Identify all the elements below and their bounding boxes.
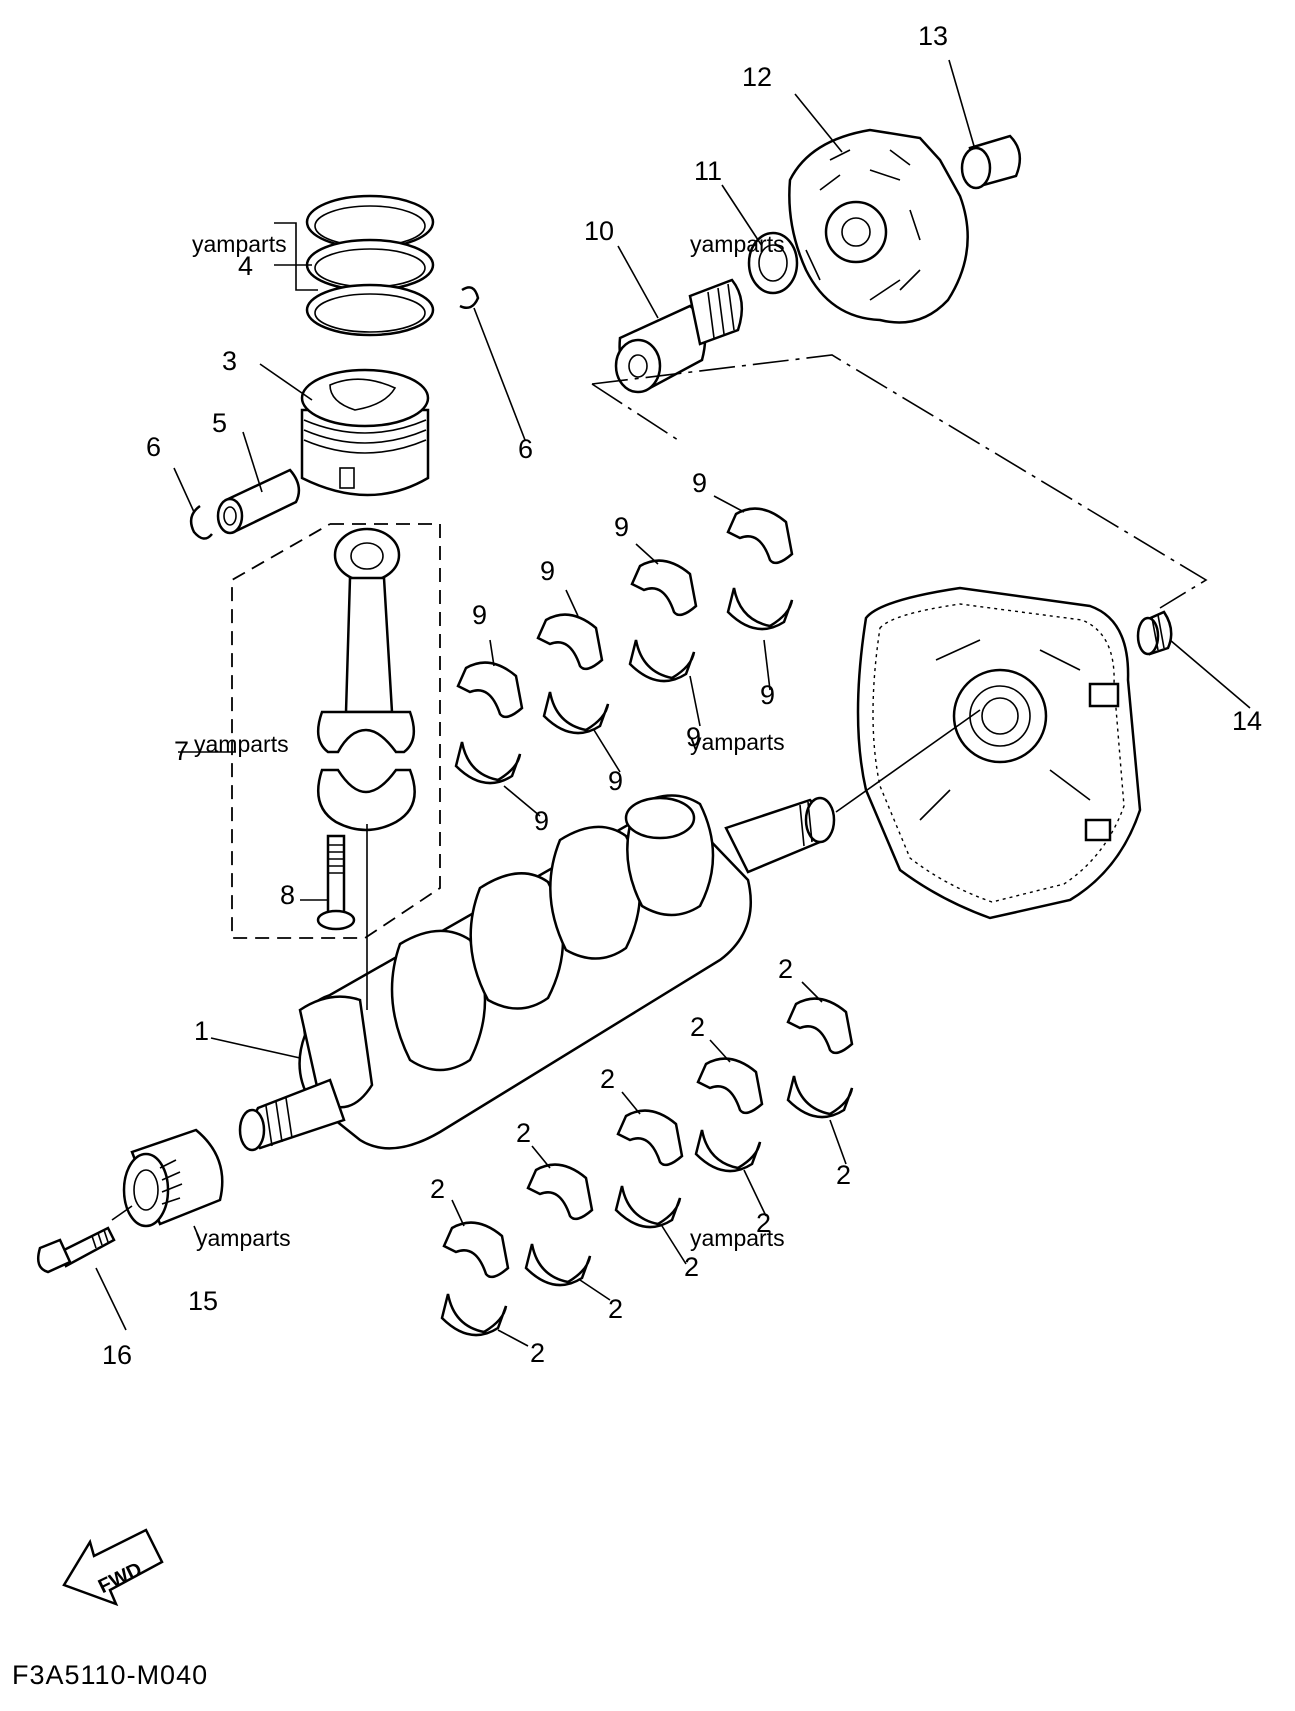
bearing-shells-2[interactable] — [440, 997, 854, 1337]
damper-plate[interactable] — [788, 128, 969, 324]
callout-15: 15 — [188, 1286, 218, 1316]
callout-11: 11 — [694, 156, 722, 186]
diagram-code: F3A5110-M040 — [12, 1660, 208, 1690]
callout-9: 9 — [540, 556, 555, 586]
crankshaft[interactable] — [238, 794, 836, 1152]
callout-8: 8 — [280, 880, 295, 910]
callout-9: 9 — [692, 468, 707, 498]
bolt[interactable] — [37, 1226, 116, 1274]
piston[interactable] — [300, 368, 430, 497]
leader-lines — [95, 59, 1251, 1347]
fwd-arrow-icon: FWD — [62, 1528, 164, 1607]
callout-2: 2 — [608, 1294, 623, 1324]
watermarks: yamparts yamparts yamparts yamparts yamp… — [192, 231, 785, 1251]
callout-9: 9 — [760, 680, 775, 710]
callout-2: 2 — [836, 1160, 851, 1190]
callout-14: 14 — [1232, 706, 1262, 736]
piston-rings[interactable] — [305, 194, 435, 337]
callout-2: 2 — [530, 1338, 545, 1368]
callout-16: 16 — [102, 1340, 132, 1370]
watermark: yamparts — [194, 731, 289, 757]
callout-9: 9 — [472, 600, 487, 630]
bearing[interactable] — [122, 1128, 224, 1228]
assembly-line-2 — [591, 383, 679, 441]
callout-9: 9 — [614, 512, 629, 542]
conrod-bolt[interactable] — [316, 834, 356, 931]
circlip-right[interactable] — [459, 286, 480, 309]
seal-washer[interactable] — [747, 231, 799, 295]
bearing-shells-9[interactable] — [454, 507, 794, 785]
damper-small[interactable] — [1136, 610, 1173, 656]
callout-2: 2 — [600, 1064, 615, 1094]
callout-13: 13 — [918, 21, 948, 51]
callout-12: 12 — [742, 62, 772, 92]
watermark: yamparts — [690, 729, 785, 755]
assembly-line — [591, 354, 1208, 609]
callout-9: 9 — [608, 766, 623, 796]
callout-5: 5 — [212, 408, 227, 438]
piston-pin[interactable] — [216, 468, 301, 535]
damper-rubber[interactable] — [960, 134, 1022, 190]
watermark: yamparts — [690, 231, 785, 257]
callout-2: 2 — [778, 954, 793, 984]
circlip-left[interactable] — [189, 504, 213, 540]
callout-3: 3 — [222, 346, 237, 376]
callout-9: 9 — [534, 806, 549, 836]
output-shaft-coupling[interactable] — [614, 278, 744, 394]
callout-6-left: 6 — [146, 432, 161, 462]
crankcase-cover[interactable] — [856, 586, 1142, 920]
callout-labels: 1 3 4 5 6 6 7 8 10 11 12 13 14 15 16 9 9… — [102, 21, 1262, 1370]
callout-1: 1 — [194, 1016, 209, 1046]
callout-6-right: 6 — [518, 434, 533, 464]
callout-9: 9 — [686, 722, 701, 752]
conrod-assembly-box — [231, 523, 441, 939]
watermark: yamparts — [196, 1225, 291, 1251]
callout-2: 2 — [756, 1208, 771, 1238]
callout-2: 2 — [690, 1012, 705, 1042]
callout-4: 4 — [238, 251, 253, 281]
callout-7: 7 — [174, 736, 189, 766]
callout-2: 2 — [430, 1174, 445, 1204]
connecting-rod[interactable] — [316, 527, 416, 832]
callout-2: 2 — [684, 1252, 699, 1282]
callout-10: 10 — [584, 216, 614, 246]
watermark: yamparts — [690, 1225, 785, 1251]
watermark: yamparts — [192, 231, 287, 257]
callout-2: 2 — [516, 1118, 531, 1148]
